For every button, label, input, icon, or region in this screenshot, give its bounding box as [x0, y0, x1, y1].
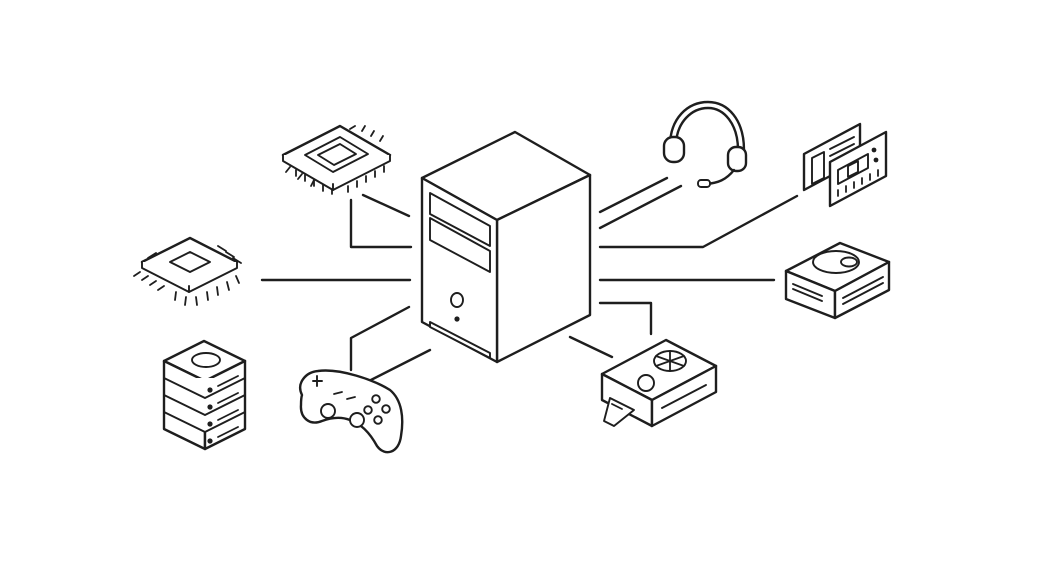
- connector-boards: [598, 194, 799, 249]
- drive-bay-1: [429, 192, 491, 247]
- microchip-icon: [133, 236, 242, 306]
- connector-cpu-chip-2: [361, 193, 411, 218]
- connector-headset-2: [598, 184, 683, 230]
- gamepad-icon: [299, 369, 404, 454]
- connector-cpu-chip: [349, 198, 413, 249]
- connector-gpu: [598, 301, 653, 336]
- graphics-card-icon: [600, 338, 718, 428]
- connector-headset: [598, 176, 669, 214]
- connector-gpu-2: [568, 335, 614, 359]
- connector-gamepad-2: [363, 348, 432, 385]
- headset-icon: [662, 100, 748, 188]
- server-stack-icon: [162, 339, 247, 451]
- front-slot: [429, 321, 491, 359]
- connector-gamepad: [349, 305, 411, 372]
- circuit-boards-icon: [802, 122, 888, 208]
- cpu-chip-icon: [281, 124, 392, 195]
- hard-drive-icon: [784, 241, 891, 320]
- drive-bay-2: [429, 217, 491, 273]
- desktop-tower-icon: [420, 130, 592, 364]
- connectors: [260, 176, 799, 385]
- power-button: [450, 292, 464, 308]
